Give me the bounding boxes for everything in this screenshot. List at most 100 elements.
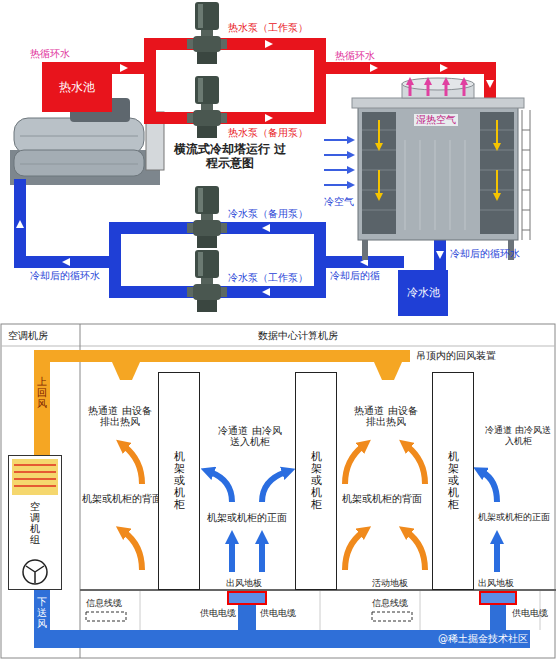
label: 信息线缆 [86,598,122,609]
fill-water-arrow [496,120,498,146]
supply-air-duct [34,590,530,648]
label: 冷却后的循环水 [450,248,520,260]
rack-box: 机架或机柜 [432,372,474,590]
pump [187,186,227,248]
label: 热通道 由设备排出热风 [350,405,422,428]
cooling-tower [352,78,530,260]
cold-air-arrow [324,139,350,141]
hot-air-arrow [124,446,142,484]
label: 活动地板 [372,578,408,589]
label: 供电电缆 [512,608,548,619]
cold-air-flow [259,540,265,572]
node-text: 冷水池 [407,286,440,299]
hot-air-arrow [124,532,142,570]
cooling-tower [405,140,465,230]
fill-water-arrow [496,170,498,196]
hot-water-pool: 热水池 [42,62,112,112]
return-air-duct [34,350,50,455]
flow-arrow [370,64,378,72]
moist-air-arrow [445,82,448,96]
flow-arrow [62,258,70,266]
label: 冷却后的循环水 [30,270,100,282]
label: 热通道 由设备排出热风 [84,405,156,428]
cold-air-flow [229,540,235,572]
return-air-duct [34,350,410,362]
label: 机架或机柜的背面 [82,493,162,504]
cooling-tower [352,98,524,108]
cold-air-arrow [324,169,350,171]
label: 热循环水 [30,48,70,60]
moist-air-arrow [463,82,466,96]
floor-vent [228,592,266,604]
label: 机架或机柜的正面 [207,512,287,523]
machine-room-frame [1,324,555,658]
label: 冷水泵（备用泵） [228,208,308,220]
label: 冷通道 由冷风送入机柜 [484,425,552,447]
cooling-tower [362,240,368,260]
label: 机架或机柜的正面 [478,512,550,523]
flow-arrow [262,224,270,232]
flow-arrow [120,64,128,72]
floor-vent [480,592,516,604]
cable-tray [372,612,412,621]
node-text: 机架或机柜 [174,451,185,511]
cold-air-flow [262,472,286,502]
label: 机架或机柜的背面 [342,493,422,504]
label: 冷通道 由冷风送入机柜 [214,425,286,448]
cooling-tower [522,110,530,240]
node-text: 机架或机柜 [448,451,459,511]
fill-water-arrow [378,120,380,146]
cold-air-arrow [324,140,350,185]
label: 冷水泵（工作泵） [228,272,308,284]
raised-floor [140,591,540,630]
cold-air-arrow [324,154,350,156]
flow-arrow [436,251,444,259]
label: 出风地板 [226,578,262,589]
ac-coil [12,459,58,495]
label: 热水泵（工作泵） [228,22,308,34]
moist-air-arrow [427,82,430,96]
node-text: 空调机组 [30,501,40,545]
machine-room-frame [1,324,555,658]
machine-room-frame [80,324,81,658]
cold-water-pool: 冷水池 [398,270,448,316]
pump [187,76,227,138]
ac-fan [23,560,47,584]
label: 吊顶内的回风装置 [416,350,496,362]
ac-fan [26,566,44,583]
cable-tray [86,612,412,621]
chiller [14,150,144,176]
moist-air-arrow [410,82,464,96]
label: 数据中心计算机房 [258,330,338,342]
return-air-duct [374,362,402,380]
rack-box: 机架或机柜 [158,372,200,590]
machine-room-frame [1,346,555,347]
pump [187,2,227,64]
cold-air-flow [482,472,497,502]
label: 湿热空气 [414,114,458,126]
chiller [14,118,144,154]
fill-water-arrow [378,170,380,196]
diagram-title: 横流式冷却塔运行 过程示意图 [170,142,290,171]
node-text: 热水池 [59,80,95,94]
flow-arrow [262,288,270,296]
ac-fan [23,560,47,584]
label: 供电电缆 [200,608,236,619]
label: 冷却后的循 [330,270,380,282]
hot-air-arrow [407,446,425,484]
moist-air-arrow [409,82,412,96]
hot-air-arrow [345,532,363,570]
return-air-duct [112,362,140,380]
flow-arrow [265,40,273,48]
flow-arrow [440,64,448,72]
cold-air-flow [210,472,232,502]
ac-coil [12,459,58,495]
cold-air-arrow [324,184,350,186]
pump [187,250,227,312]
label: 热循环水 [335,50,375,62]
hot-air-arrow [345,446,363,484]
label: 出风地板 [478,578,514,589]
label: 上回风 [37,376,47,409]
label: 下送风 [37,596,47,629]
